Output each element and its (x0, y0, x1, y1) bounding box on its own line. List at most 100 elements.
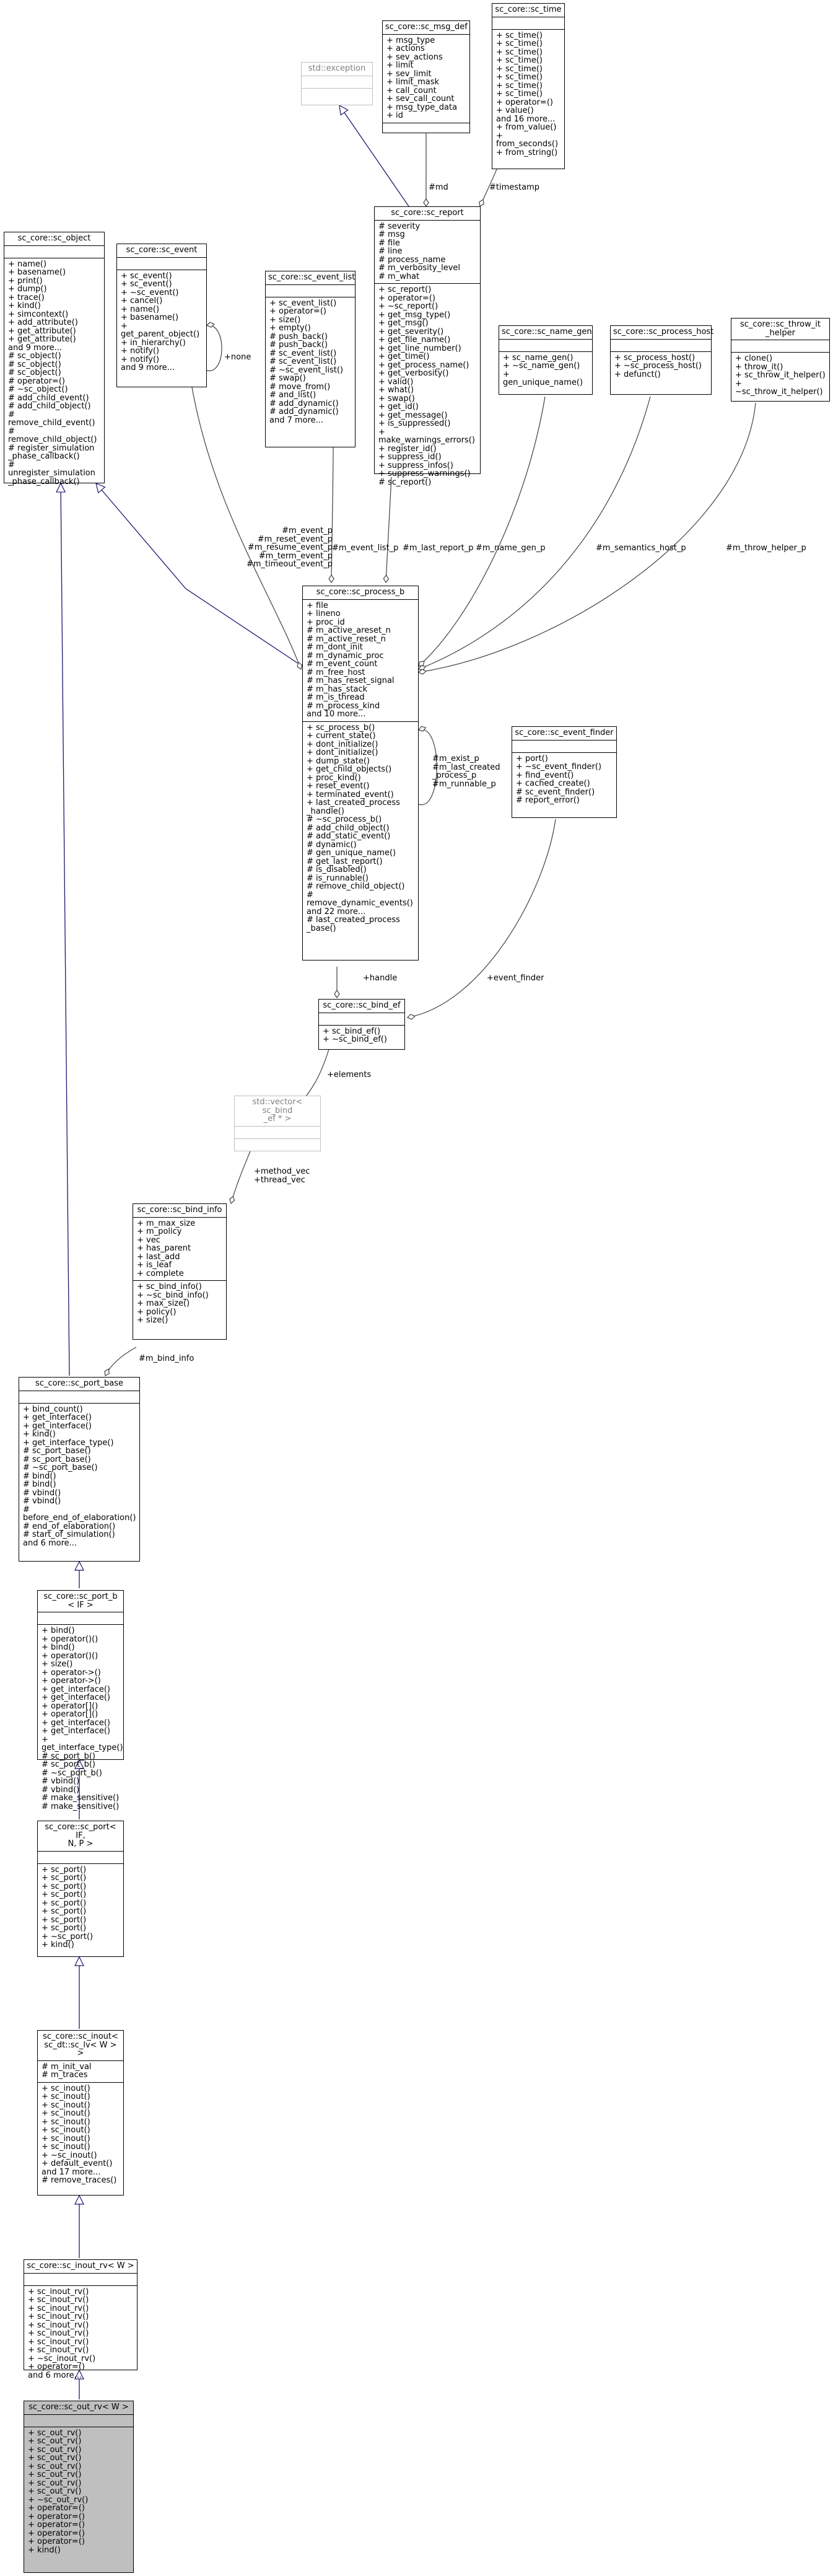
class-methods: + name() + basename() + print() + dump()… (4, 257, 104, 489)
class-title: sc_core::sc_out_rv< W > (28, 2402, 129, 2412)
class-methods: + sc_report() + operator=() + ~sc_report… (375, 283, 480, 489)
class-title: sc_core::sc_name_gen (502, 327, 592, 336)
class-title: sc_core::sc_process_host (613, 327, 714, 336)
edge-throw-helper-to-process (419, 402, 756, 672)
class-attributes: # m_init_val # m_traces (38, 2060, 123, 2082)
edge-process-self (419, 729, 437, 806)
class-node-sc-port[interactable]: sc_core::sc_port< IF, N, P > + sc_port()… (37, 1821, 124, 1957)
edge-event-to-process (191, 387, 301, 669)
class-attributes: + m_max_size + m_policy + vec + has_pare… (133, 1216, 226, 1281)
class-node-sc-report[interactable]: sc_core::sc_report # severity # msg # fi… (374, 206, 481, 486)
class-methods: + port() + ~sc_event_finder() + find_eve… (512, 752, 616, 807)
class-attributes (266, 284, 355, 297)
edge-report-to-process (386, 477, 392, 582)
class-attributes (731, 340, 829, 352)
edge-event-list-to-process (331, 446, 333, 582)
class-attributes (38, 1612, 123, 1624)
class-methods: + sc_name_gen() + ~sc_name_gen() + gen_u… (499, 351, 592, 390)
class-attributes (4, 245, 104, 258)
class-node-sc-bind-ef[interactable]: sc_core::sc_bind_ef + sc_bind_ef() + ~sc… (318, 999, 405, 1050)
class-node-sc-inout-rv[interactable]: sc_core::sc_inout_rv< W > + sc_inout_rv(… (24, 2259, 137, 2380)
class-methods: + sc_time() + sc_time() + sc_time() + sc… (492, 29, 564, 160)
class-attributes (38, 1850, 123, 1863)
class-node-sc-inout-lv[interactable]: sc_core::sc_inout< sc_dt::sc_lv< W > > #… (37, 2030, 124, 2196)
class-methods: + clone() + throw_it() + sc_throw_it_hel… (731, 352, 829, 399)
class-attributes (302, 75, 372, 88)
class-methods (383, 122, 469, 135)
edge-inherit-port-base-to-object (61, 483, 70, 1376)
class-attributes (19, 1390, 139, 1403)
class-methods: + sc_port() + sc_port() + sc_port() + sc… (38, 1863, 123, 1952)
class-node-sc-name-gen[interactable]: sc_core::sc_name_gen + sc_name_gen() + ~… (499, 325, 593, 395)
edge-label-event-list-p: #m_event_list_p (332, 543, 399, 553)
class-title: sc_core::sc_event (126, 245, 198, 255)
class-node-sc-out-rv[interactable]: sc_core::sc_out_rv< W > + sc_out_rv() + … (24, 2401, 134, 2573)
class-node-std-exception[interactable]: std::exception (301, 62, 373, 105)
class-title: std::vector< sc_bind _ef * > (252, 1097, 303, 1123)
class-node-sc-event[interactable]: sc_core::sc_event + sc_event() + sc_even… (116, 244, 207, 387)
class-methods: + sc_process_host() + ~sc_process_host()… (611, 351, 711, 382)
class-methods: + sc_event() + sc_event() + ~sc_event() … (117, 269, 206, 375)
class-methods: + bind() + operator()() + bind() + opera… (38, 1624, 123, 1813)
class-attributes (611, 338, 711, 351)
class-title: sc_core::sc_bind_info (137, 1205, 222, 1215)
edge-process-host-to-process (419, 396, 651, 669)
class-attributes (235, 1125, 320, 1138)
class-node-sc-throw-it-helper[interactable]: sc_core::sc_throw_it _helper + clone() +… (731, 318, 830, 402)
class-methods: + sc_inout() + sc_inout() + sc_inout() +… (38, 2081, 123, 2187)
class-attributes (512, 739, 616, 752)
class-methods: + sc_event_list() + operator=() + size()… (266, 296, 355, 428)
class-title: std::exception (308, 64, 366, 73)
class-title: sc_core::sc_inout_rv< W > (27, 2261, 134, 2270)
class-title: sc_core::sc_event_list (268, 273, 355, 282)
class-attributes (117, 257, 206, 270)
class-title: sc_core::sc_port_b < IF > (43, 1592, 118, 1610)
class-title: sc_core::sc_port_base (35, 1379, 123, 1388)
class-node-vector-bind-ef[interactable]: std::vector< sc_bind _ef * > (234, 1096, 321, 1151)
class-node-sc-msg-def[interactable]: sc_core::sc_msg_def + msg_type + actions… (382, 20, 470, 133)
edge-name-gen-to-process (419, 396, 546, 666)
edge-inherit-process-to-object (96, 483, 303, 667)
class-methods: + sc_out_rv() + sc_out_rv() + sc_out_rv(… (24, 2426, 133, 2557)
class-node-sc-process-b[interactable]: sc_core::sc_process_b + file + lineno + … (302, 586, 419, 961)
class-title: sc_core::sc_event_finder (515, 728, 614, 737)
class-attributes: + msg_type + actions + sev_actions + lim… (383, 33, 469, 123)
class-node-sc-port-base[interactable]: sc_core::sc_port_base + bind_count() + g… (19, 1377, 140, 1562)
edge-label-semantics-host-p: #m_semantics_host_p (596, 543, 686, 553)
class-attributes: # severity # msg # file # line # process… (375, 219, 480, 284)
class-title: sc_core::sc_report (391, 208, 464, 218)
class-attributes (499, 338, 592, 351)
edge-label-timestamp: #timestamp (489, 183, 540, 192)
edge-label-exist-p: #m_exist_p #m_last_created _process_p #m… (432, 754, 500, 789)
edge-bind-info-to-port-base (105, 1347, 137, 1376)
edge-inherit-report-to-exception (339, 105, 409, 207)
class-attributes (319, 1012, 404, 1025)
edge-label-md: #md (429, 183, 448, 192)
edge-label-throw-helper-p: #m_throw_helper_p (726, 543, 806, 553)
class-title: sc_core::sc_process_b (316, 587, 405, 597)
class-attributes (24, 2414, 133, 2427)
edge-label-method-vec: +method_vec +thread_vec (254, 1167, 310, 1185)
class-title: sc_core::sc_inout< sc_dt::sc_lv< W > > (43, 2032, 118, 2058)
class-attributes (492, 16, 564, 29)
class-title: sc_core::sc_object (17, 234, 91, 243)
class-node-sc-bind-info[interactable]: sc_core::sc_bind_info + m_max_size + m_p… (133, 1203, 227, 1340)
edge-label-none: +none (224, 353, 251, 362)
edge-label-last-report-p: #m_last_report_p (403, 543, 474, 553)
class-methods: + bind_count() + get_interface() + get_i… (19, 1402, 139, 1550)
class-title: sc_core::sc_time (495, 5, 562, 14)
class-methods (302, 87, 372, 100)
class-node-sc-process-host[interactable]: sc_core::sc_process_host + sc_process_ho… (610, 325, 714, 395)
class-node-sc-event-finder[interactable]: sc_core::sc_event_finder + port() + ~sc_… (512, 726, 617, 818)
class-title: sc_core::sc_msg_def (385, 22, 468, 32)
edge-label-event-p: #m_event_p #m_reset_event_p #m_resume_ev… (246, 526, 333, 569)
class-node-sc-event-list[interactable]: sc_core::sc_event_list + sc_event_list()… (265, 271, 355, 447)
class-methods: + sc_inout_rv() + sc_inout_rv() + sc_ino… (24, 2285, 137, 2383)
class-node-sc-port-b[interactable]: sc_core::sc_port_b < IF > + bind() + ope… (37, 1590, 124, 1811)
class-node-sc-time[interactable]: sc_core::sc_time + sc_time() + sc_time()… (492, 3, 565, 169)
class-title: sc_core::sc_bind_ef (323, 1001, 401, 1010)
class-methods: + sc_bind_ef() + ~sc_bind_ef() (319, 1024, 404, 1047)
class-node-sc-object[interactable]: sc_core::sc_object + name() + basename()… (4, 232, 105, 486)
class-attributes (24, 2272, 137, 2285)
edge-label-bind-info: #m_bind_info (139, 1354, 194, 1363)
